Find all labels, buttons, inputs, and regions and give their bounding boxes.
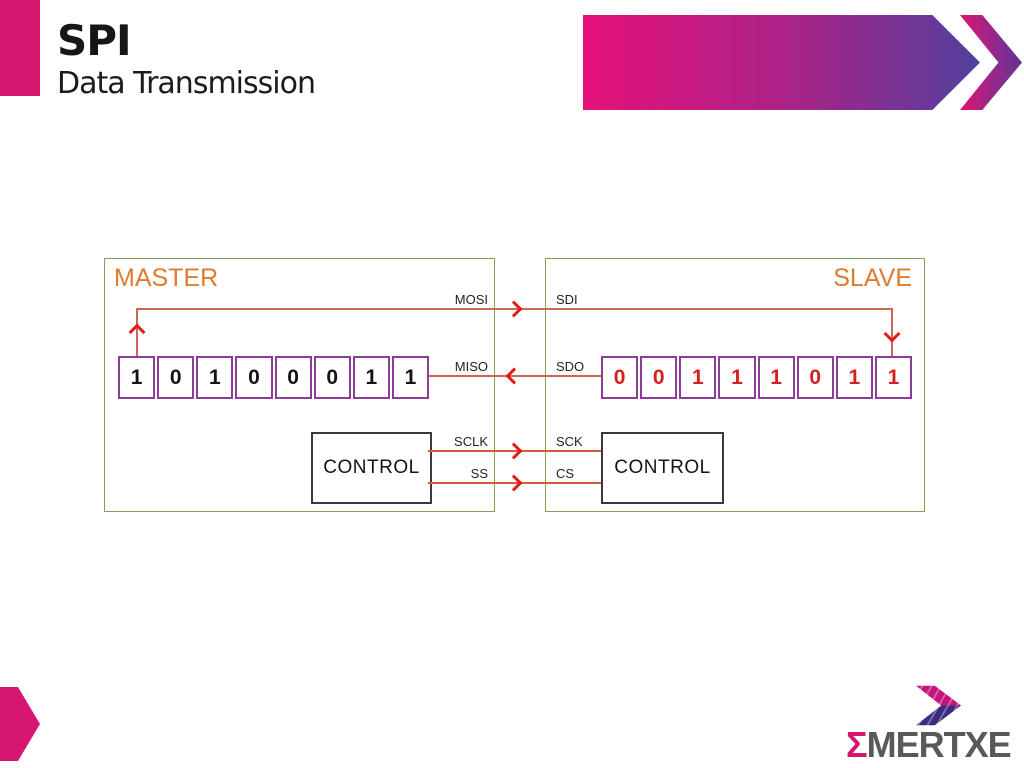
master-bit-cell: 1 <box>352 356 390 399</box>
ss-label: SS <box>470 466 488 481</box>
header-banner-arrow <box>583 15 980 110</box>
logo-name-text: MERTXE <box>866 724 1012 765</box>
page-title: SPI <box>57 16 132 65</box>
slave-label: SLAVE <box>833 264 912 292</box>
sck-label: SCK <box>556 434 583 449</box>
cs-label: CS <box>556 466 575 481</box>
page-subtitle: Data Transmission <box>57 66 316 101</box>
ss-wire <box>428 482 601 484</box>
mosi-wire-slave-drop <box>891 308 893 356</box>
slave-bit-cell: 1 <box>757 356 795 399</box>
slave-bit-cell: 1 <box>679 356 717 399</box>
master-bit-cell: 0 <box>157 356 195 399</box>
footer-accent-arrow <box>0 687 40 761</box>
mosi-label: MOSI <box>454 292 488 307</box>
logo-sigma-glyph: Σ <box>846 724 868 765</box>
master-label: MASTER <box>114 264 219 292</box>
miso-label: MISO <box>454 359 488 374</box>
master-bit-cell: 1 <box>391 356 429 399</box>
slave-bit-cell: 0 <box>796 356 834 399</box>
slave-box <box>545 258 925 512</box>
emertxe-logo-icon <box>916 685 961 726</box>
master-bit-cell: 1 <box>118 356 156 399</box>
master-control-block: CONTROL <box>311 432 432 504</box>
slave-bit-cell: 0 <box>640 356 678 399</box>
sclk-wire <box>428 450 601 452</box>
miso-wire <box>429 375 601 377</box>
master-box <box>104 258 495 512</box>
slave-bit-cell: 1 <box>874 356 912 399</box>
arrow-right-icon <box>505 474 523 492</box>
master-bit-cell: 0 <box>313 356 351 399</box>
master-shift-register: 1 0 1 0 0 0 1 1 <box>118 356 429 399</box>
slave-bit-cell: 1 <box>718 356 756 399</box>
master-bit-cell: 1 <box>196 356 234 399</box>
slave-bit-cell: 1 <box>835 356 873 399</box>
slave-bit-cell: 0 <box>601 356 639 399</box>
master-bit-cell: 0 <box>235 356 273 399</box>
master-bit-cell: 0 <box>274 356 312 399</box>
mosi-wire-master-riser <box>136 308 138 356</box>
mosi-wire <box>136 308 893 310</box>
arrow-right-icon <box>505 300 523 318</box>
sclk-label: SCLK <box>454 434 488 449</box>
sdo-label: SDO <box>556 359 585 374</box>
sdi-label: SDI <box>556 292 578 307</box>
slave-control-block: CONTROL <box>601 432 724 504</box>
emertxe-logo: ΣMERTXE <box>846 724 1012 765</box>
slave-shift-register: 0 0 1 1 1 0 1 1 <box>601 356 912 399</box>
arrow-right-icon <box>505 442 523 460</box>
arrow-left-icon <box>505 367 523 385</box>
title-accent-bar <box>0 0 40 96</box>
